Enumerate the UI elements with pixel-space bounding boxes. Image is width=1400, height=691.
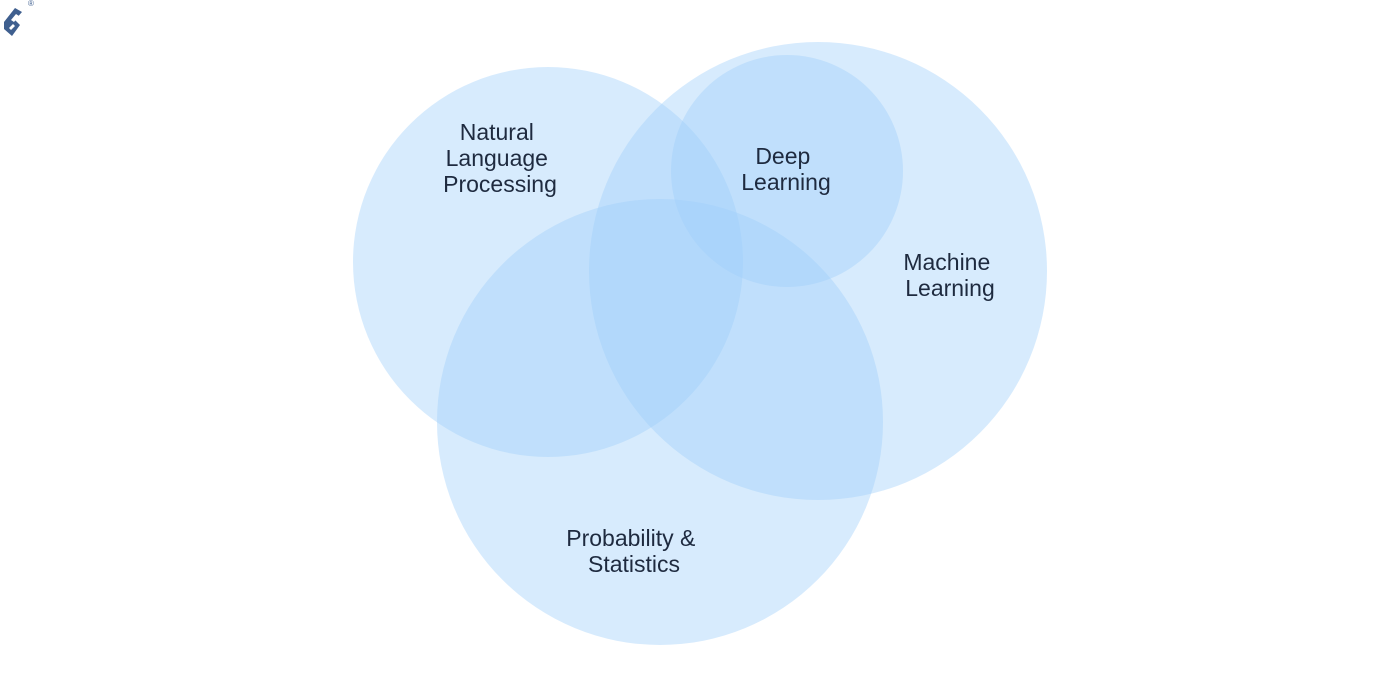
circle-natural-language-processing: [353, 67, 743, 457]
label-line: Probability &: [566, 525, 695, 551]
circle-machine-learning: [589, 42, 1047, 500]
label-line: Natural: [460, 119, 534, 145]
label-line: Learning: [741, 169, 831, 195]
registered-mark: ®: [28, 0, 34, 8]
logo-mark: [4, 8, 22, 36]
label-line: Learning: [905, 275, 995, 301]
circle-deep-learning: [671, 55, 903, 287]
label-probability-statistics: Probability & Statistics: [566, 525, 702, 577]
label-line: Language: [446, 145, 548, 171]
label-line: Deep: [755, 143, 810, 169]
label-machine-learning: Machine Learning: [903, 249, 996, 301]
circle-probability-statistics: [437, 199, 883, 645]
label-line: Statistics: [588, 551, 680, 577]
label-deep-learning: Deep Learning: [741, 143, 831, 195]
label-line: Machine: [903, 249, 990, 275]
label-natural-language-processing: Natural Language Processing: [443, 119, 557, 197]
toptal-logo-icon: ®: [0, 0, 36, 40]
label-line: Processing: [443, 171, 557, 197]
